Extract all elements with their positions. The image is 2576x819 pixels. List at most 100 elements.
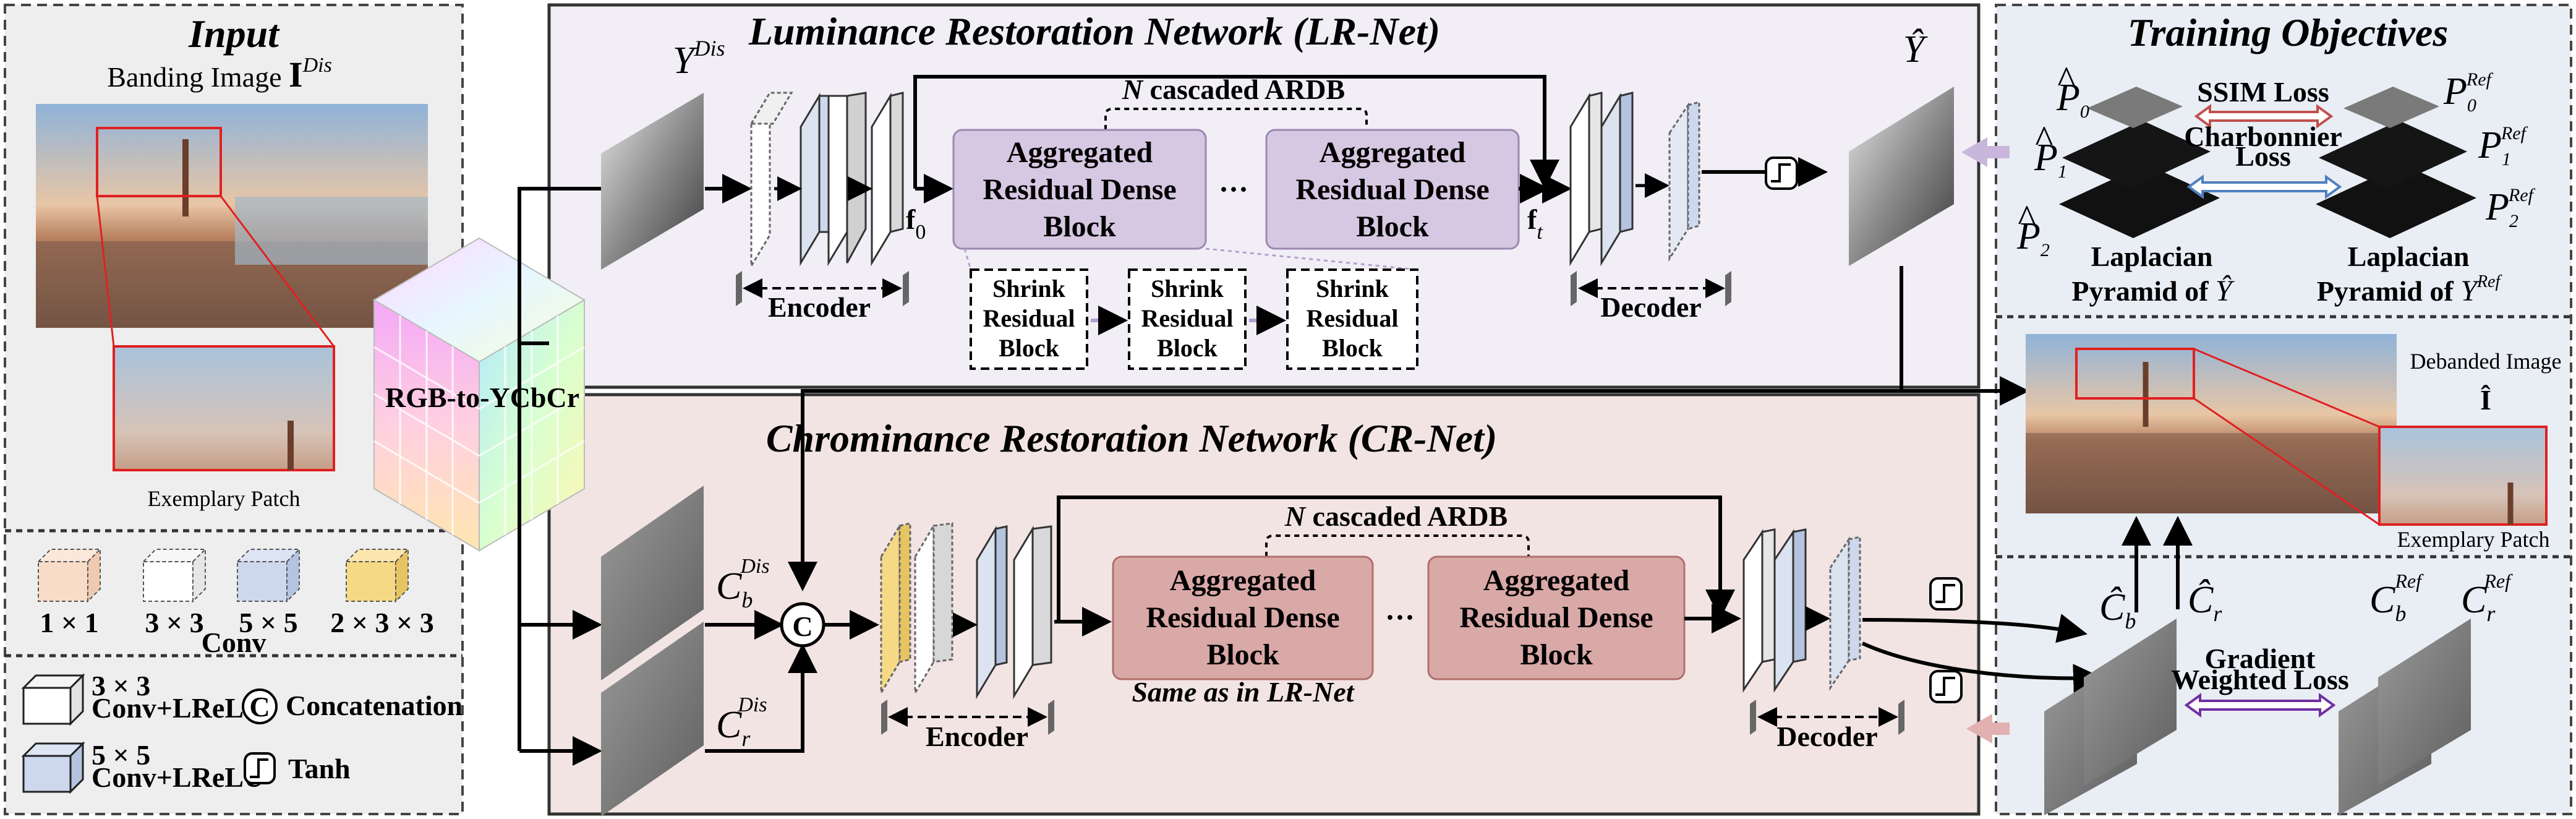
srb-3-line1: Shrink [1316,275,1389,302]
legend-conv3-size: 3 × 3 [92,670,150,701]
legend-conv-label: Conv [202,627,267,658]
laplacian-left-line2: Pyramid of Ŷ [2071,275,2235,307]
banding-image-label: Banding Image IDis [107,54,332,95]
cr-out-cr-path [1861,641,2103,694]
legend-cube-conv3 [21,673,85,726]
srb-1-line3: Block [999,334,1060,362]
cr-encoder-label: Encoder [926,721,1028,752]
cr-tanh-icon-1 [1929,577,1963,611]
srb-2-line1: Shrink [1151,275,1224,302]
legend-tanh-icon [244,752,276,784]
lr-decoder-layers [1569,92,1700,267]
cr-hat-label: Ĉr [2188,579,2222,626]
zoom-line-left [96,195,115,347]
y-hat-image [1849,87,1954,266]
legend-cube-3x3 [142,547,207,603]
input-title: Input [188,12,280,56]
debanded-label: Debanded Image [2410,349,2562,374]
lr-ft-label: ft [1527,204,1543,244]
lr-ardb-dots: ··· [1219,173,1248,206]
laplacian-right-line2: Pyramid of YRef [2317,272,2502,307]
lr-decoder-label: Decoder [1600,291,1701,323]
branch-to-lr [518,187,601,345]
input-patch-label: Exemplary Patch [148,486,301,511]
cr-ardb-2-line1: Aggregated [1483,564,1630,597]
cr-encoder-bracket [881,700,1054,735]
concat-node-symbol: C [792,611,812,642]
legend-cube-1x1 [36,547,102,603]
gradient-loss-arrow [2184,693,2336,718]
cr-decoder-layers [1742,528,1861,693]
srb-1-line1: Shrink [992,275,1066,302]
pyramid-left-l0 [2087,87,2183,128]
pyramid-left-l1 [2062,121,2211,189]
cr-dis-label: CrDis [716,693,767,751]
lr-ardb-2-line3: Block [1356,210,1429,243]
cr-ref-image [2378,619,2471,786]
legend-concat-symbol: C [249,691,270,723]
cr-same-note: Same as in LR-Net [1132,676,1354,708]
lr-ardb-1-line2: Residual Dense [983,173,1176,206]
exemplary-patch [113,345,335,471]
cr-encoder-layers [880,522,1052,700]
cr-decoder-bracket [1750,700,1904,735]
ssim-loss-arrow [2194,104,2334,129]
legend-conv3-desc: Conv+LReLU [92,692,264,724]
lr-encoder-label: Encoder [768,291,871,323]
p1-hat-label: P1 [2034,137,2067,182]
p0-hat-label: P0 [2056,77,2089,122]
lr-tanh-icon [1765,157,1798,190]
arrow-cr-to-concat [705,643,817,753]
p2-hat-label: P2 [2016,215,2050,260]
y-dis-image [601,93,704,270]
debanded-symbol: Î [2480,384,2491,416]
rgb-to-ycbcr-label: RGB-to-YCbCr [385,382,579,413]
lr-global-skip [913,75,1559,189]
cr-cascade-label: N cascaded ARDB [1284,500,1508,532]
laplacian-left-line1: Laplacian [2091,241,2213,272]
p2-hat-mark: ^ [2017,198,2036,240]
laplacian-right-line1: Laplacian [2348,241,2470,272]
lr-ardb-2-line1: Aggregated [1320,136,1466,169]
cr-ardb-1-line2: Residual Dense [1146,601,1339,634]
cr-ardb-dots: ··· [1385,601,1415,634]
ssim-loss-label: SSIM Loss [2197,76,2329,108]
srb-3 [1286,268,1418,370]
cr-global-skip [1057,495,1735,622]
lr-cascade-label: N cascaded ARDB [1122,74,1345,105]
lr-encoder-bracket [736,271,909,306]
cr-ardb-1-line3: Block [1206,638,1279,671]
srb-3-line3: Block [1322,334,1383,362]
cr-ardb-1 [1112,555,1374,680]
lr-f0-label: f0 [906,204,926,244]
cb-dis-label: CbDis [716,555,770,612]
zoom-line-right [220,195,335,347]
legend-cube-conv5 [21,741,85,794]
srb-2-line2: Residual [1141,304,1234,332]
pyramid-left-l2 [2059,164,2220,238]
training-title: Training Objectives [2128,11,2448,54]
p0-hat-mark: ^ [2057,59,2075,101]
legend-cube-2x3x3 [344,547,410,603]
cr-ardb-2-line3: Block [1520,638,1593,671]
cr-tanh-icon-2 [1929,670,1963,703]
p1-ref-label: P1Ref [2478,123,2528,169]
ardb-expand-line-right [1205,247,1418,271]
legend-kernel-3x3: 3 × 3 [145,607,203,638]
legend-concat-icon [242,688,278,724]
ardb-expand-line-left [963,248,972,270]
srb-3-line2: Residual [1307,304,1399,332]
lr-ardb-1-line1: Aggregated [1007,136,1153,169]
legend-kernel-5x5: 5 × 5 [239,607,297,638]
debanded-zoom-line-1 [2193,348,2380,428]
y-hat-label: Ŷ [1903,28,1928,71]
legend-conv5-size: 5 × 5 [92,739,150,771]
banding-image [36,104,428,328]
gradient-loss-line2: Weighted Loss [2171,664,2349,695]
p2-ref-label: P2Ref [2485,185,2536,231]
lr-ardb-2-line2: Residual Dense [1295,173,1489,206]
legend-kernel-1x1: 1 × 1 [40,607,98,638]
srb-2 [1128,268,1247,370]
cr-cascade-brace [1265,534,1530,557]
y-dis-label: YDis [673,36,725,82]
